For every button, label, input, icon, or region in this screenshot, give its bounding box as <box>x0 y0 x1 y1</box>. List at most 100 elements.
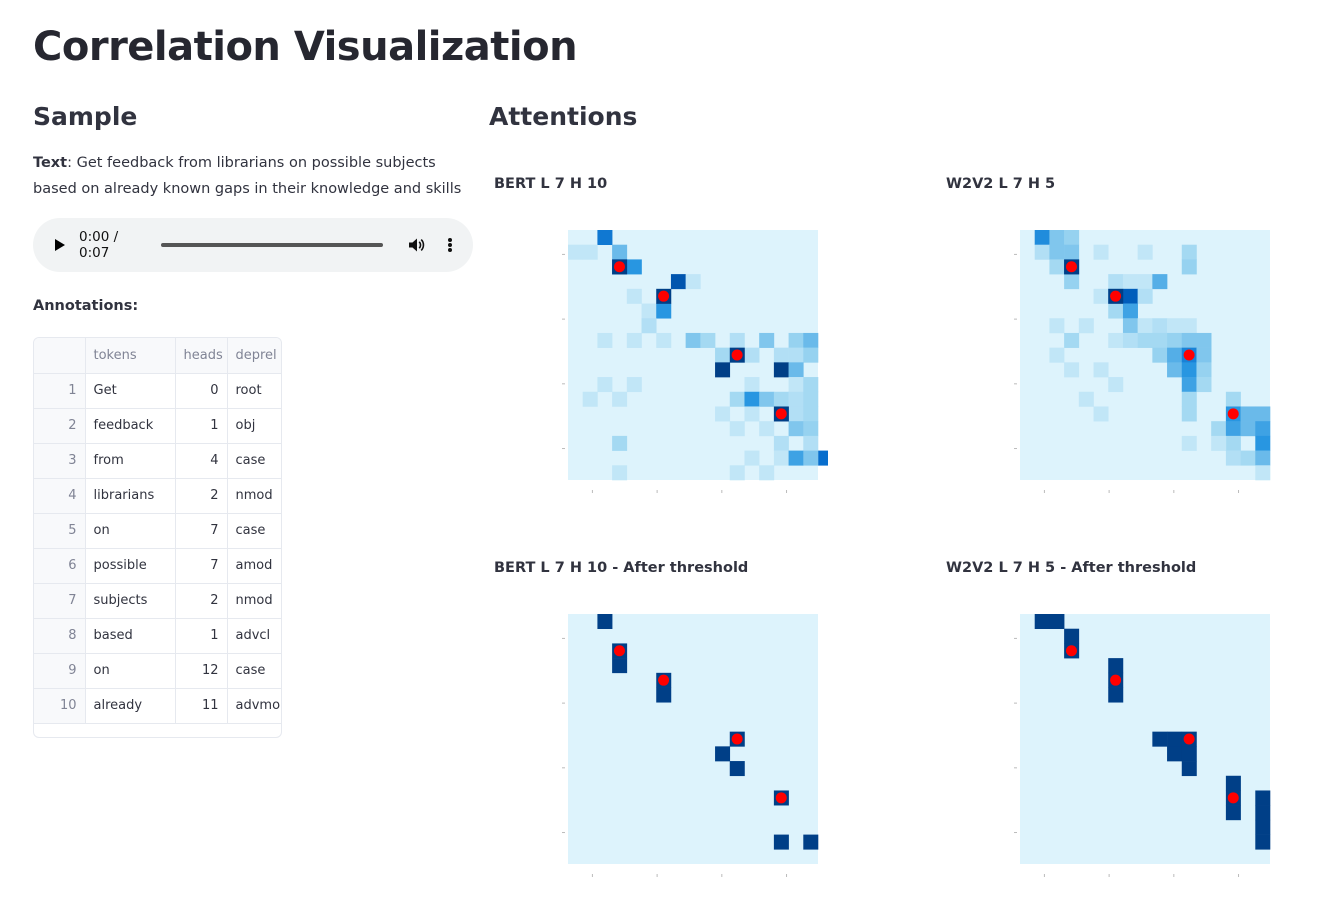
gold-head-dot <box>613 645 625 657</box>
heatmap-cell-max <box>803 834 819 850</box>
token-cell: Get <box>85 373 176 409</box>
heatmap-cell <box>1211 421 1227 437</box>
chart-title: W2V2 L 7 H 5 <box>946 176 1056 192</box>
heatmap-cell <box>1181 318 1197 334</box>
gold-head-dot <box>1110 290 1122 302</box>
head-cell: 4 <box>175 443 228 479</box>
heatmap-cell <box>1137 244 1153 260</box>
heatmap-cell <box>1064 230 1080 246</box>
attention-heatmap <box>1014 230 1271 493</box>
heatmap-cell-max <box>1181 746 1197 762</box>
heatmap-cell <box>744 377 760 393</box>
chart-title: BERT L 7 H 10 - After threshold <box>494 560 749 576</box>
head-cell: 7 <box>175 513 228 549</box>
annotations-label: Annotations: <box>33 298 139 314</box>
heatmap-cell <box>1196 347 1212 363</box>
heatmap-cell <box>773 450 789 466</box>
column-header[interactable]: tokens <box>85 338 176 374</box>
heatmap-cell <box>759 332 775 348</box>
heatmap-cell-max <box>1255 834 1271 850</box>
deprel-cell: nmod <box>227 478 281 514</box>
heatmap-cell <box>1064 362 1080 378</box>
column-header[interactable]: heads <box>175 338 228 374</box>
gold-head-dot <box>1183 733 1195 745</box>
heatmap-cell <box>1255 421 1271 437</box>
table-header-row: tokens heads deprel <box>34 338 281 374</box>
heatmap-cell <box>788 406 804 422</box>
gold-head-dot <box>613 261 625 273</box>
heatmap-cell <box>1225 450 1241 466</box>
deprel-cell: case <box>227 513 281 549</box>
heatmap-cell <box>597 230 613 246</box>
deprel-cell: nmod <box>227 583 281 619</box>
heatmap-cell <box>626 288 642 304</box>
heatmap-cell <box>773 362 789 378</box>
page-title: Correlation Visualization <box>33 24 578 70</box>
heatmap-cell <box>1122 303 1138 319</box>
heatmap-cell-max <box>1152 731 1168 747</box>
head-cell: 7 <box>175 548 228 584</box>
token-cell: librarians <box>85 478 176 514</box>
heatmap-cell <box>1152 332 1168 348</box>
heatmap-cell <box>1211 435 1227 451</box>
volume-icon[interactable] <box>407 236 425 254</box>
heatmap-cell <box>1137 288 1153 304</box>
attention-heatmap <box>562 614 819 877</box>
heatmap-cell <box>1078 318 1094 334</box>
heatmap-cell <box>759 391 775 407</box>
heatmap-cell <box>1225 391 1241 407</box>
heatmap-cell <box>715 347 731 363</box>
heatmap-cell <box>729 421 745 437</box>
heatmap-cell <box>1181 259 1197 275</box>
column-header[interactable]: deprel <box>227 338 281 374</box>
heatmap-cell <box>1181 244 1197 260</box>
audio-time: 0:00 / 0:07 <box>79 229 119 261</box>
heatmap-cell <box>803 421 819 437</box>
head-cell: 2 <box>175 583 228 619</box>
play-icon[interactable] <box>55 239 65 251</box>
more-options-icon[interactable] <box>445 236 455 254</box>
heatmap-cell <box>788 332 804 348</box>
heatmap-cell <box>641 303 657 319</box>
audio-progress-bar[interactable] <box>160 243 383 247</box>
heatmap-cell <box>773 347 789 363</box>
head-cell: 1 <box>175 408 228 444</box>
heatmap-cell <box>788 391 804 407</box>
head-cell: 0 <box>175 373 228 409</box>
heatmap-cell <box>744 347 760 363</box>
column-header <box>34 338 86 374</box>
heatmap-cell <box>744 391 760 407</box>
heatmap-cell <box>803 435 819 451</box>
heatmap-cell <box>715 406 731 422</box>
gold-head-dot <box>1227 792 1239 804</box>
heatmap-cell <box>1064 274 1080 290</box>
heatmap-cell <box>612 465 628 481</box>
heatmap-cell <box>773 435 789 451</box>
heatmap-cell <box>1122 318 1138 334</box>
row-index: 6 <box>34 548 86 584</box>
heatmap-cell <box>788 377 804 393</box>
head-cell: 1 <box>175 618 228 654</box>
heatmap-cell <box>1049 347 1065 363</box>
heatmap-background <box>1020 614 1270 864</box>
token-cell: feedback <box>85 408 176 444</box>
heatmap-cell <box>1108 274 1124 290</box>
heatmap-cell-max <box>597 614 613 630</box>
heatmap-cell <box>1152 347 1168 363</box>
deprel-cell: advcl <box>227 618 281 654</box>
heatmap-cell <box>1049 318 1065 334</box>
heatmap-cell <box>1078 391 1094 407</box>
heatmap-cell <box>744 450 760 466</box>
heatmap-cell-max <box>1181 761 1197 777</box>
